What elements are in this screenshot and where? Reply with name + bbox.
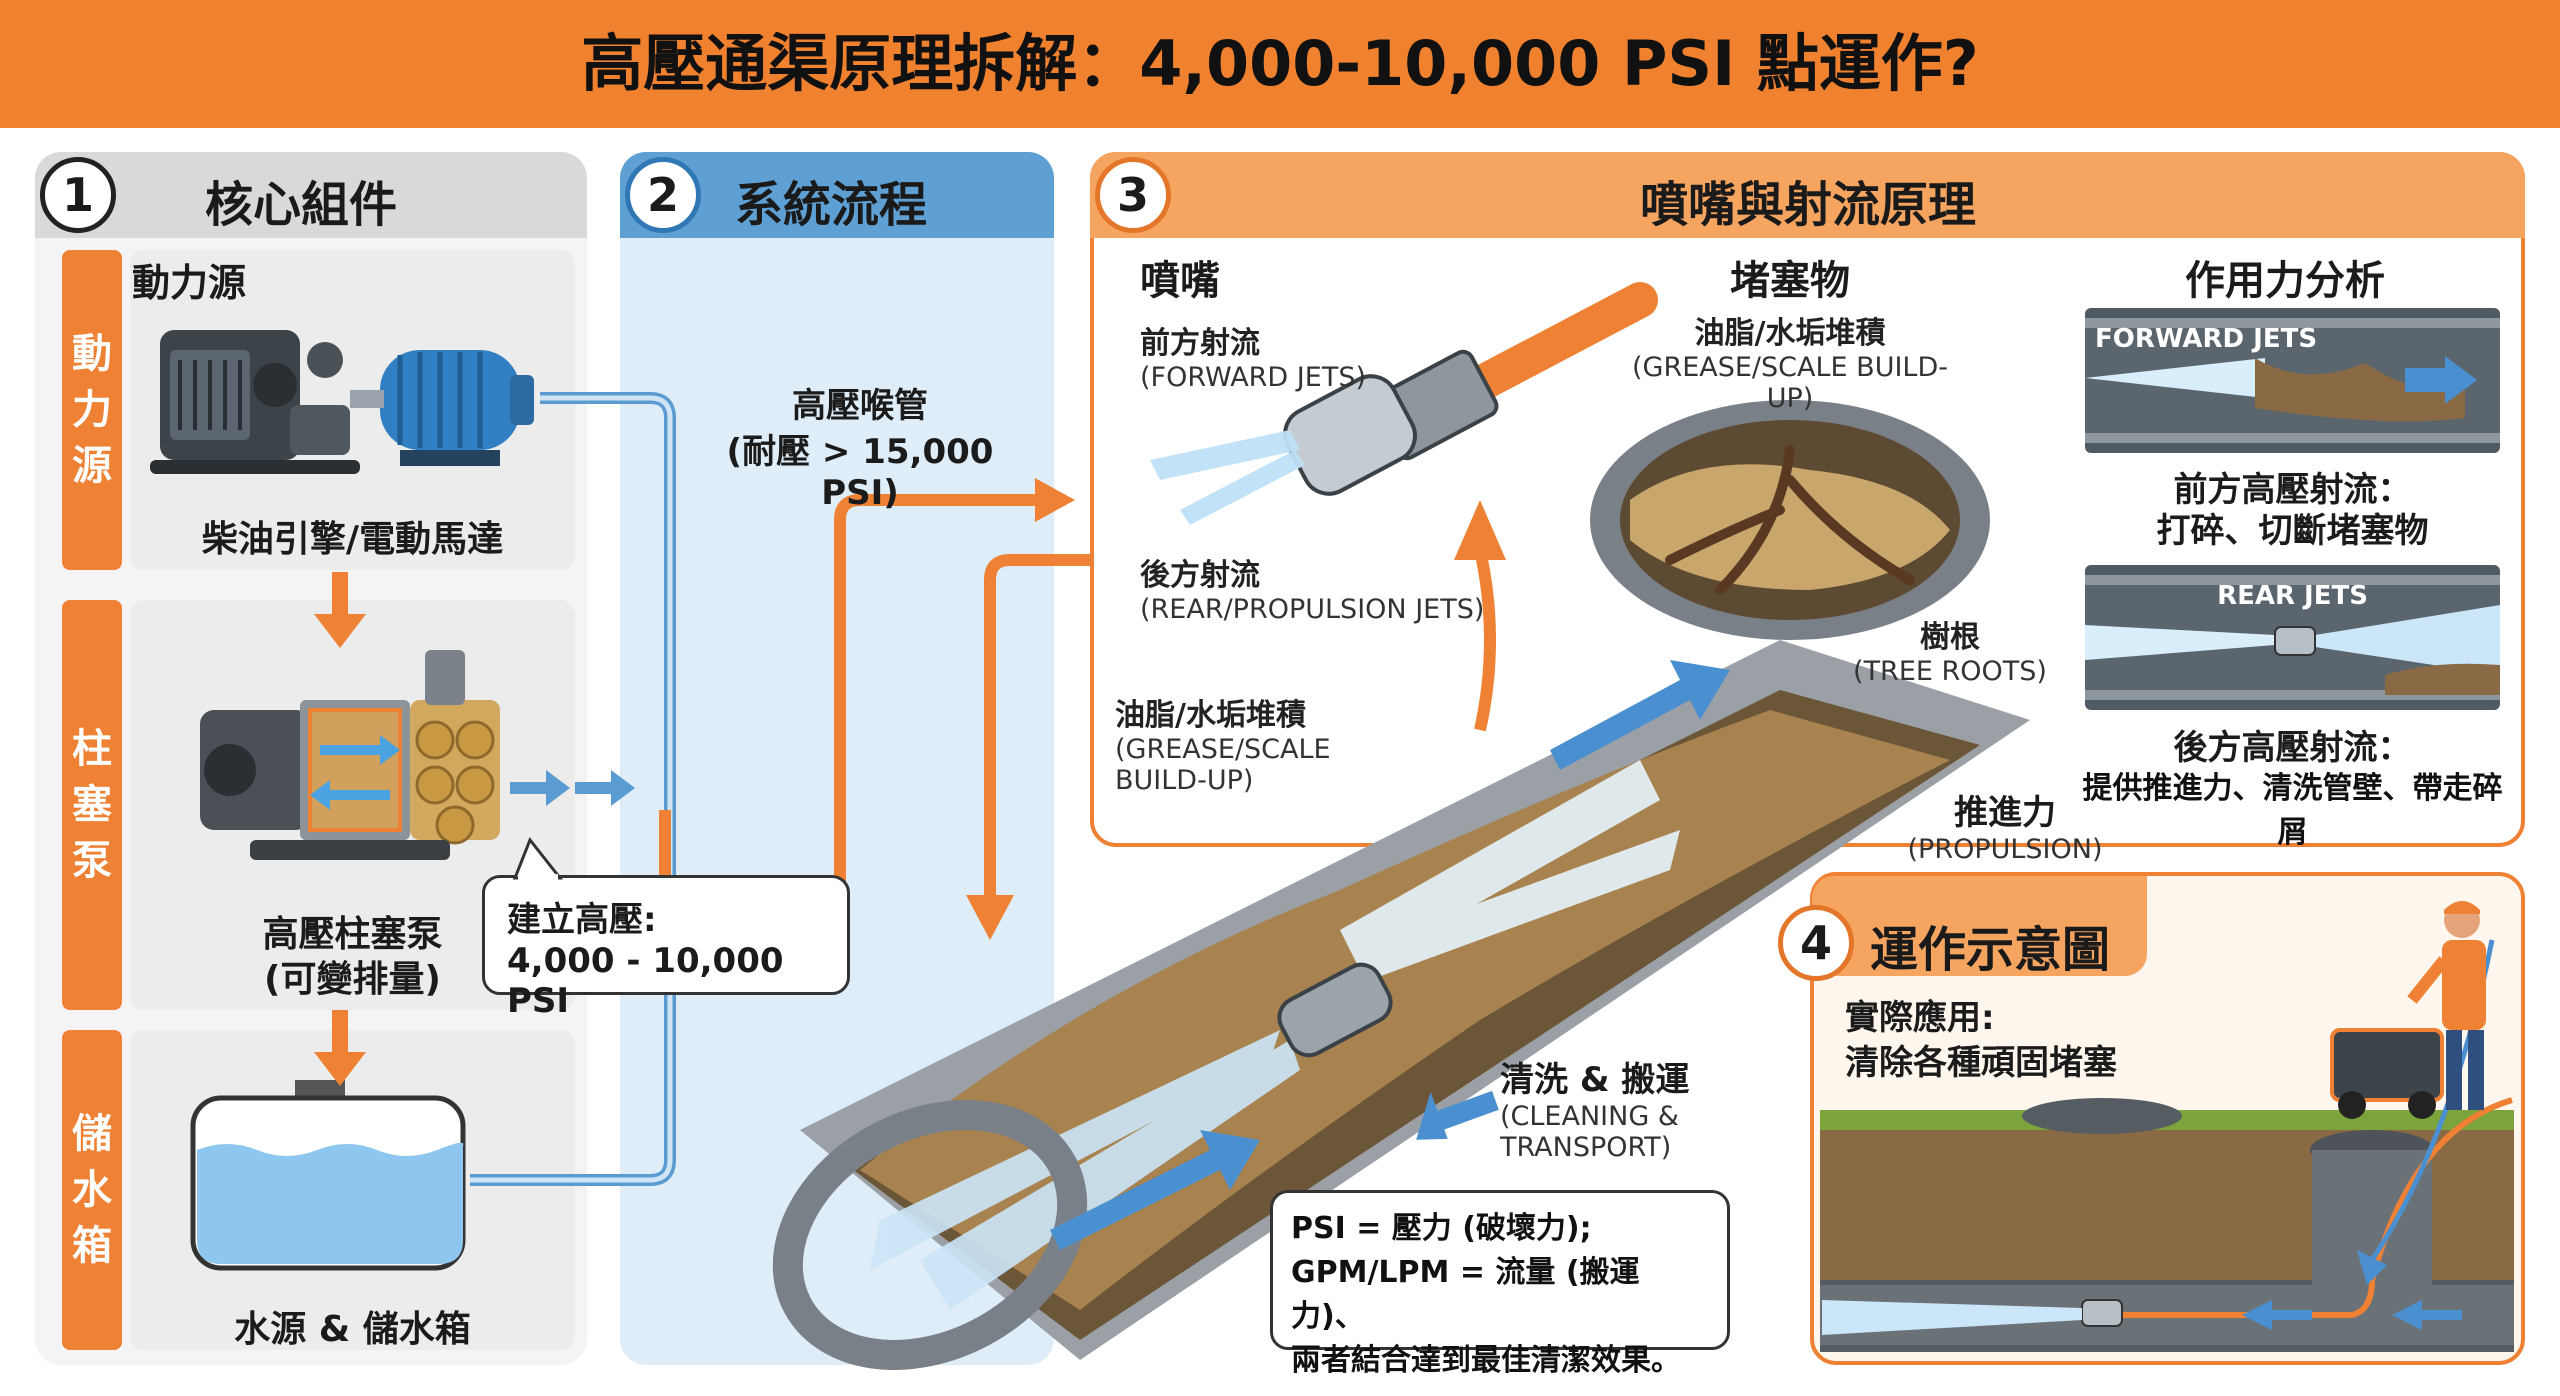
blockage-cross-section: [1590, 400, 1990, 640]
rear-desc-line1: 後方高壓射流：: [2173, 728, 2412, 768]
pressure-line2: 4,000 - 10,000 PSI: [507, 941, 784, 1021]
tank-caption: 水源 & 儲水箱: [234, 1309, 471, 1350]
operation-scene: [1820, 901, 2514, 1352]
arrow-power-to-pump: [314, 572, 366, 648]
forward-jets-label: 前方射流 (FORWARD JETS): [1140, 326, 1366, 393]
cleaning-label: 清洗 & 搬運 (CLEANING & TRANSPORT): [1500, 1060, 1690, 1163]
hose-label-line2: (耐壓 > 15,000 PSI): [726, 432, 994, 513]
col-nozzle-heading: 噴嘴: [1140, 258, 1220, 304]
application-line2: 清除各種頑固堵塞: [1845, 1043, 2117, 1083]
pump-caption-line2: (可變排量): [264, 959, 441, 1000]
side-label-power: 動 力 源: [62, 250, 122, 570]
panel-operation-header: [1812, 876, 2147, 976]
engine-motor-icon: [150, 330, 534, 474]
forward-box-label: FORWARD JETS: [2095, 324, 2318, 354]
section-3-number: 3: [1095, 157, 1171, 233]
rear-box-label: REAR JETS: [2217, 581, 2368, 611]
application-line1: 實際應用:: [1845, 998, 1995, 1038]
side-label-tank: 儲 水 箱: [62, 1030, 122, 1350]
power-caption: 柴油引擎/電動馬達: [201, 519, 504, 560]
rear-jets-label: 後方射流 (REAR/PROPULSION JETS): [1140, 558, 1485, 625]
section-1-heading: 核心組件: [205, 177, 398, 233]
section-2-heading: 系統流程: [735, 177, 928, 233]
pump-caption-line1: 高壓柱塞泵: [262, 914, 443, 955]
side-label-pump: 柱 塞 泵: [62, 600, 122, 1010]
hose-label-line1: 高壓喉管: [792, 386, 928, 426]
propulsion-label: 推進力 (PROPULSION): [1907, 793, 2103, 865]
main-pipe-illustration: [772, 640, 2030, 1370]
psi-gpm-note: PSI = 壓力 (破壞力); GPM/LPM = 流量 (搬運力)、 兩者結合…: [1270, 1190, 1730, 1378]
rear-jets-box: REAR JETS: [2085, 565, 2500, 710]
plunger-pump-icon: [200, 650, 500, 860]
col-force-heading: 作用力分析: [2185, 258, 2385, 304]
title-banner: [0, 0, 2560, 128]
section-2-number: 2: [625, 157, 701, 233]
panel-core-components-header: [35, 152, 587, 238]
section-1-number: 1: [40, 157, 116, 233]
water-tank-icon: [190, 1080, 466, 1271]
rear-desc-line2: 提供推進力、清洗管壁、帶走碎屑: [2082, 771, 2503, 850]
panel-nozzle-principle-header: [1090, 152, 2525, 238]
col-blockage-heading: 堵塞物: [1730, 258, 1850, 304]
nozzle-closeup: [1150, 282, 1658, 525]
roots-label: 樹根 (TREE ROOTS): [1853, 620, 2047, 687]
forward-jets-box: FORWARD JETS: [2085, 308, 2500, 453]
section-4-heading: 運作示意圖: [1870, 922, 2111, 978]
page-title: 高壓通渠原理拆解：4,000-10,000 PSI 點運作?: [581, 27, 1979, 100]
pressure-callout-tail: [512, 837, 564, 882]
power-subhead: 動力源: [132, 261, 247, 305]
grease-left-label: 油脂/水垢堆積 (GREASE/SCALE BUILD-UP): [1115, 698, 1331, 796]
forward-desc-line1: 前方高壓射流：: [2173, 470, 2412, 510]
section-4-number: 4: [1778, 905, 1854, 981]
forward-desc-line2: 打碎、切斷堵塞物: [2156, 511, 2429, 551]
section-3-heading: 噴嘴與射流原理: [1640, 177, 1977, 233]
pressure-line1: 建立高壓:: [507, 900, 657, 940]
grease-top-label: 油脂/水垢堆積 (GREASE/SCALE BUILD-UP): [1631, 316, 1948, 414]
cleaning-arrow: [1416, 1090, 1499, 1140]
pressure-callout: 建立高壓: 4,000 - 10,000 PSI: [482, 875, 850, 1021]
arrow-to-nozzle: [1454, 500, 1506, 732]
arrow-pump-to-tank: [314, 1010, 366, 1086]
